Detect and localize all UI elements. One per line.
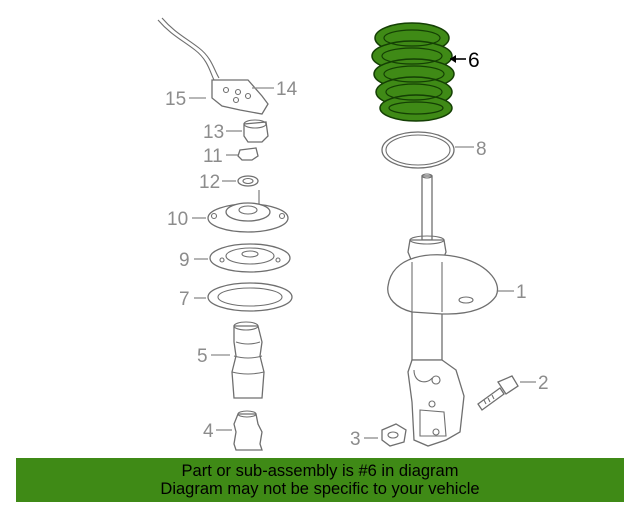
callout-number: 13 xyxy=(203,122,224,143)
callout-number: 11 xyxy=(203,146,223,167)
bearing-part xyxy=(209,243,291,273)
callout-number: 7 xyxy=(179,289,190,310)
callout-number: 8 xyxy=(476,139,487,160)
banner-line-2: Diagram may not be specific to your vehi… xyxy=(160,480,480,498)
callout-number: 5 xyxy=(197,346,208,367)
callout-15: 15 xyxy=(165,89,206,110)
callout-13: 13 xyxy=(203,122,242,143)
callout-number: 12 xyxy=(199,172,220,193)
callout-2: 2 xyxy=(520,373,549,394)
callout-number: 10 xyxy=(167,209,188,230)
callout-1: 1 xyxy=(498,282,527,303)
bolt-part xyxy=(477,375,519,411)
info-banner: Part or sub-assembly is #6 in diagram Di… xyxy=(16,458,624,502)
callout-number: 3 xyxy=(350,429,361,450)
banner-line-1: Part or sub-assembly is #6 in diagram xyxy=(181,462,459,480)
flange-nut-part xyxy=(381,423,407,447)
callout-number: 15 xyxy=(165,89,186,110)
callout-number: 2 xyxy=(538,373,549,394)
washer-part xyxy=(237,175,259,187)
coil-spring-part xyxy=(371,22,455,122)
callout-9: 9 xyxy=(179,250,208,271)
callout-number: 9 xyxy=(179,250,190,271)
bushing-part xyxy=(243,119,269,143)
callout-4: 4 xyxy=(203,421,232,442)
callout-10: 10 xyxy=(167,209,206,230)
nut-part xyxy=(237,147,259,161)
callout-14: 14 xyxy=(252,79,298,100)
callout-number: 4 xyxy=(203,421,214,442)
callout-5: 5 xyxy=(197,346,230,367)
dust-boot-part xyxy=(231,321,265,399)
bump-stop-part xyxy=(233,410,263,451)
lower-insulator-part xyxy=(381,131,455,169)
callout-6: 6 xyxy=(450,49,480,72)
callout-number: 14 xyxy=(276,79,298,100)
upper-insulator-part xyxy=(207,282,293,312)
strut-assembly-part xyxy=(387,173,499,447)
callout-3: 3 xyxy=(350,429,378,450)
callout-number: 6 xyxy=(468,49,480,72)
callout-11: 11 xyxy=(203,146,238,167)
callout-7: 7 xyxy=(179,289,206,310)
callout-8: 8 xyxy=(455,139,487,160)
strut-mount-part xyxy=(207,190,289,233)
callout-12: 12 xyxy=(199,172,236,193)
callout-number: 1 xyxy=(516,282,527,303)
